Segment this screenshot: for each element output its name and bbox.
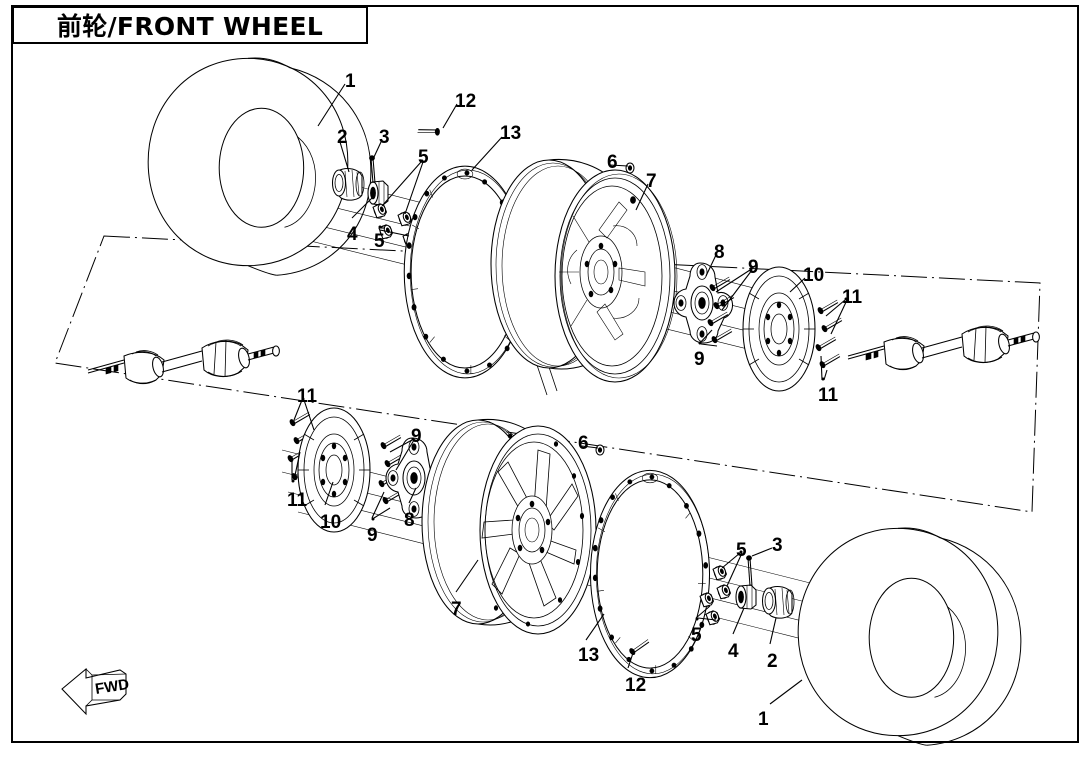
- lower-leader-vertices: [291, 397, 743, 621]
- callout-8[interactable]: 8: [714, 242, 725, 263]
- callout-1b[interactable]: 1: [758, 709, 769, 730]
- callout-2[interactable]: 2: [337, 127, 348, 148]
- callout-6b[interactable]: 6: [578, 433, 589, 454]
- callout-11a[interactable]: 11: [842, 287, 863, 308]
- part-castle-nut-lower: [735, 584, 757, 610]
- upper-leader-lines: [317, 83, 848, 381]
- forward-direction-arrow: FWD: [61, 667, 131, 716]
- diagram-title-box: 前轮/FRONT WHEEL: [12, 6, 368, 44]
- page-title: 前轮/FRONT WHEEL: [56, 12, 324, 41]
- callout-3b[interactable]: 3: [772, 535, 783, 556]
- page-border: [11, 5, 1079, 743]
- callout-1[interactable]: 1: [345, 71, 356, 92]
- part-bead-lock-ring-lower: [589, 469, 711, 679]
- part-disc-bolts-upper: [813, 299, 845, 370]
- lower-leader-lines: [291, 399, 803, 705]
- callout-8b[interactable]: 8: [404, 510, 415, 531]
- cv-axle-shaft-lower-left: [87, 339, 280, 385]
- callout-3[interactable]: 3: [379, 127, 390, 148]
- part-wheel-rim-lower: [421, 418, 597, 635]
- callout-10[interactable]: 10: [803, 265, 825, 286]
- part-valve-stem-upper: [625, 162, 635, 174]
- callout-13b[interactable]: 13: [578, 645, 600, 666]
- callout-9d[interactable]: 9: [367, 525, 378, 546]
- callout-12[interactable]: 12: [455, 91, 477, 112]
- callout-11b[interactable]: 11: [818, 385, 839, 406]
- part-valve-stem-lower: [595, 444, 605, 456]
- callout-6[interactable]: 6: [607, 152, 618, 173]
- callout-5d[interactable]: 5: [736, 540, 747, 561]
- upper-front-wheel-assembly: [147, 57, 1040, 392]
- part-hub-cap-lower: [761, 586, 795, 619]
- callout-11d[interactable]: 11: [287, 490, 308, 511]
- part-hub-cap-upper: [331, 168, 365, 201]
- svg-text:FWD: FWD: [94, 676, 131, 698]
- cv-axle-shaft-upper-right: [847, 325, 1040, 371]
- callout-10b[interactable]: 10: [320, 512, 342, 533]
- part-castle-nut-upper: [367, 180, 389, 206]
- callout-7[interactable]: 7: [646, 171, 657, 192]
- callout-4b[interactable]: 4: [728, 641, 739, 662]
- part-wheel-rim-upper: [490, 158, 678, 383]
- callout-9c[interactable]: 9: [411, 426, 422, 447]
- part-cotter-pin-lower: [746, 555, 753, 587]
- callout-7b[interactable]: 7: [451, 599, 462, 620]
- part-tire-upper: [147, 57, 372, 276]
- part-tire-lower: [797, 527, 1022, 746]
- callout-5a[interactable]: 5: [418, 147, 429, 168]
- callout-9b[interactable]: 9: [694, 349, 705, 370]
- callout-5c[interactable]: 5: [691, 625, 702, 646]
- part-bead-ring-bolt-upper: [417, 122, 442, 139]
- callout-13[interactable]: 13: [500, 123, 522, 144]
- upper-leader-vertices: [378, 159, 848, 381]
- lower-front-wheel-assembly: [87, 339, 1022, 746]
- part-cotter-pin-upper: [369, 155, 376, 184]
- callout-5b[interactable]: 5: [374, 231, 385, 252]
- callout-12b[interactable]: 12: [625, 675, 647, 696]
- callout-9a[interactable]: 9: [748, 257, 759, 278]
- callout-4[interactable]: 4: [347, 224, 358, 245]
- callout-2b[interactable]: 2: [767, 651, 778, 672]
- callout-11c[interactable]: 11: [297, 386, 318, 407]
